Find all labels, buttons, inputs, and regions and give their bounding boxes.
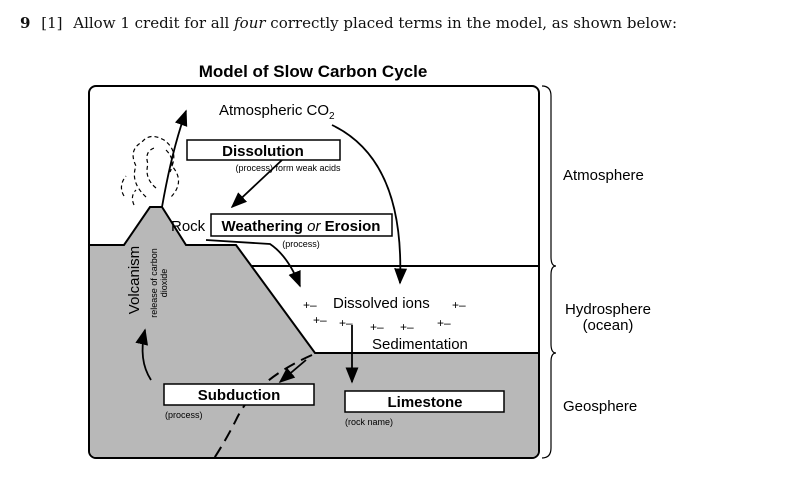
sphere-brackets [541,85,557,459]
atmospheric-co2-base: Atmospheric CO [219,102,329,119]
question-emphasis: four [234,14,266,32]
subduction-answer: Subduction [198,387,281,404]
release-line-2: dioxide [159,269,169,298]
question-text: 9 [1] Allow 1 credit for all four correc… [20,14,780,32]
weathering-answer: Weathering or Erosion [222,218,381,235]
diagram-title: Model of Slow Carbon Cycle [199,62,428,81]
question-text-after: correctly placed terms in the model, as … [265,14,678,32]
release-line-1: release of carbon [149,248,159,318]
atmospheric-co2-sub: 2 [329,111,335,122]
rock-prefix: Rock [171,218,206,235]
land-outline [90,206,538,354]
arrow-weathering-to-ions [205,239,301,288]
sedimentation-label: Sedimentation [372,336,468,353]
atmosphere-label: Atmosphere [563,167,644,184]
limestone-caption: (rock name) [345,417,393,427]
arrow-dissolution-to-rock [230,159,283,209]
subduction-caption: (process) [165,410,203,420]
arrow-co2-to-ocean [331,124,408,285]
arrow-volcano-to-atmosphere [161,109,188,208]
atmospheric-co2-label: Atmospheric CO2 [219,102,335,122]
ion-symbol: +– [437,316,451,330]
hydrosphere-label: Hydrosphere [565,301,651,318]
dissolution-box [186,139,341,161]
dissolution-caption: (process) form weak acids [235,163,341,173]
ion-symbol: +– [370,320,384,334]
ion-symbol: +– [400,320,414,334]
limestone-box [344,390,505,413]
weathering-box [210,213,393,237]
volcanism-label: Volcanism [126,246,143,314]
ion-symbol: +– [339,316,353,330]
ion-symbols: +– +– +– +– +– +– +– [303,298,466,334]
arrow-subduction-to-volcanism [135,328,152,381]
question-number: 9 [20,14,31,32]
dissolution-answer: Dissolution [222,143,304,160]
hydrosphere-sub-label: (ocean) [583,317,634,334]
subduction-box [163,383,315,406]
weathering-text-a: Weathering [222,218,308,235]
weathering-or: or [307,218,321,235]
question-points: [1] [41,14,63,32]
ion-symbol: +– [313,313,327,327]
limestone-answer: Limestone [387,394,462,411]
volcano-smoke [120,135,180,206]
dissolved-ions-label: Dissolved ions [333,295,430,312]
weathering-text-b: Erosion [320,218,380,235]
arrow-sediment-to-subduction [278,359,307,384]
ion-symbol: +– [303,298,317,312]
weathering-caption: (process) [282,239,320,249]
question-text-before: Allow 1 credit for all [73,14,235,32]
ion-symbol: +– [452,298,466,312]
geosphere-label: Geosphere [563,398,637,415]
